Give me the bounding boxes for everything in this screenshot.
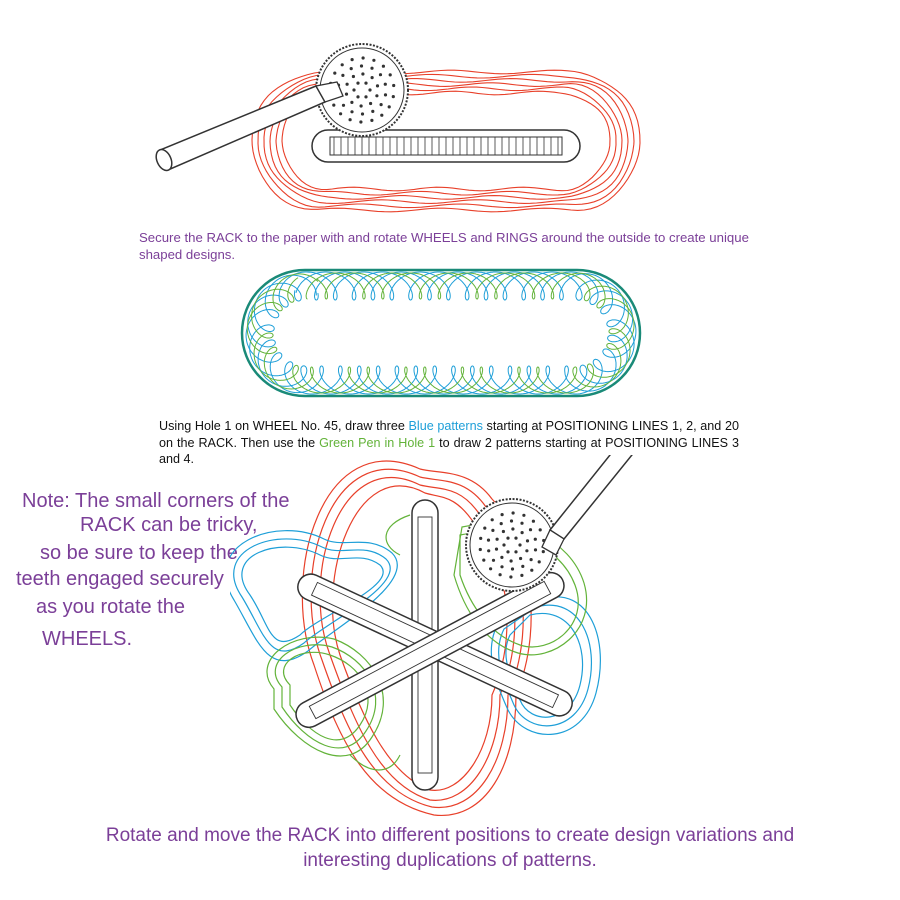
rack-outside-illustration: [155, 43, 641, 213]
wheel: [465, 498, 559, 592]
green-spiro-pattern: [246, 272, 635, 394]
blue-spiro-pattern: [245, 271, 637, 395]
wheel: [315, 43, 409, 137]
blue-green-oval-pattern: [240, 268, 642, 398]
blue-patterns-text: Blue patterns: [408, 419, 483, 433]
instructions-text-3: to draw 2 patterns starting at POSITIONI…: [159, 435, 739, 467]
rotate-rack-caption: Rotate and move the RACK into different …: [105, 825, 795, 871]
rack: [311, 129, 581, 163]
note-line-3: so be sure to keep the: [40, 542, 238, 564]
note-line-1: Note: The small corners of the: [22, 490, 290, 512]
note-line-4: teeth engaged securely: [16, 568, 224, 590]
hole-instructions-caption: Using Hole 1 on WHEEL No. 45, draw three…: [159, 418, 739, 468]
pen: [541, 455, 633, 556]
instructions-text-1: Using Hole 1 on WHEEL No. 45, draw three: [159, 419, 409, 433]
crossing-racks: [295, 499, 573, 791]
pen: [155, 81, 344, 172]
note-line-2: RACK can be tricky,: [80, 514, 258, 536]
note-line-5: as you rotate the: [36, 596, 185, 618]
note-line-6: WHEELS.: [42, 628, 133, 650]
green-pen-text: Green Pen in Hole 1: [319, 435, 436, 450]
instructions-text-2: starting at POSITIONING LINES 1, 2, and …: [159, 419, 739, 450]
red-spiro-pattern: [251, 69, 641, 213]
rotated-racks-illustration: [230, 455, 633, 816]
rack-outside-caption: Secure the RACK to the paper with and ro…: [139, 230, 749, 262]
